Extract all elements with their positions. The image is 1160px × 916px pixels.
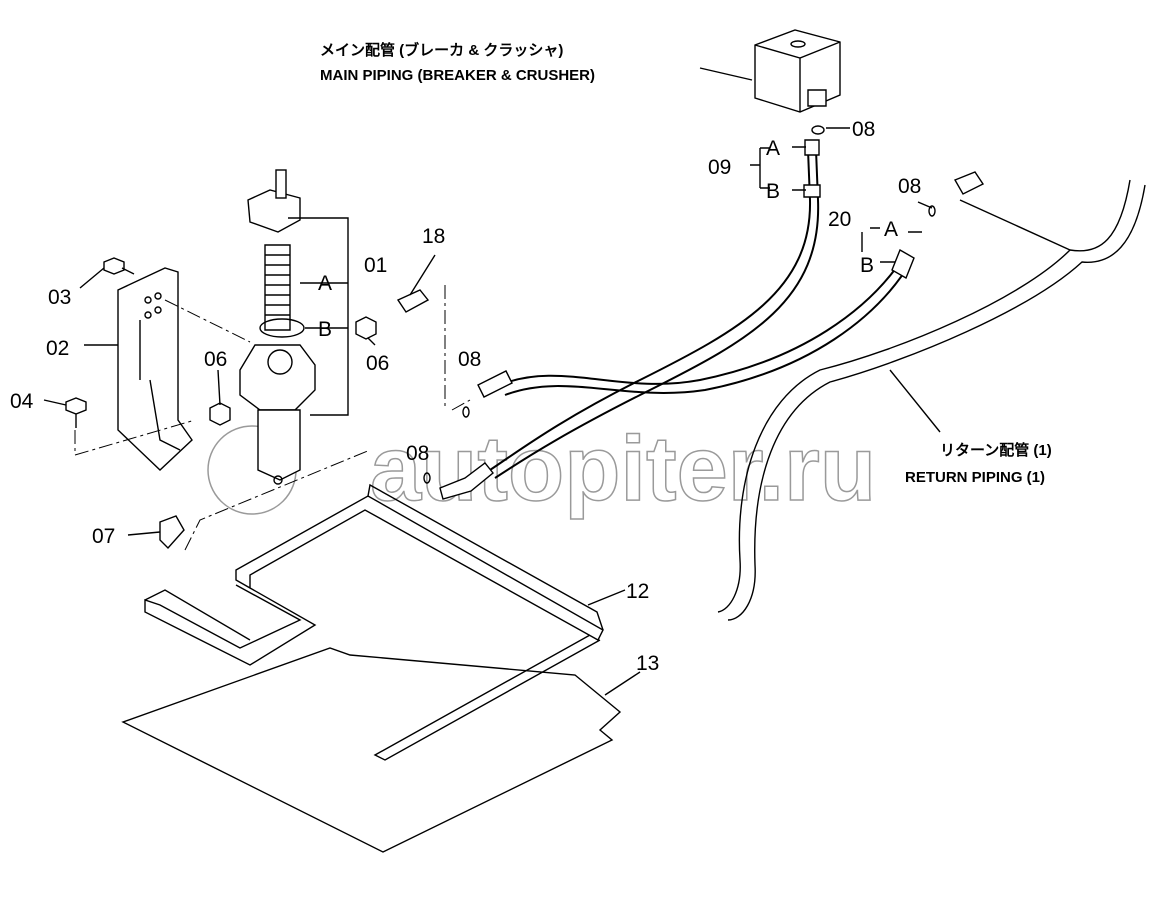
callout-07: 07 <box>92 525 115 548</box>
leader-lines <box>43 67 941 696</box>
callout-20: 20 <box>828 208 851 231</box>
fitting-06-left <box>209 402 231 426</box>
callout-08-top: 08 <box>852 118 875 141</box>
main-piping-title-en: MAIN PIPING (BREAKER & CRUSHER) <box>320 67 595 84</box>
return-piping-title-en: RETURN PIPING (1) <box>905 469 1045 486</box>
bracket-12 <box>144 495 604 761</box>
bolt-03 <box>103 257 135 275</box>
callout-08-lower: 08 <box>406 442 429 465</box>
callout-08-right: 08 <box>898 175 921 198</box>
fitting-09-top <box>804 139 820 156</box>
return-pipe <box>717 179 1146 621</box>
callout-09: 09 <box>708 156 731 179</box>
callout-13: 13 <box>636 652 659 675</box>
oring-08-lower <box>423 472 431 484</box>
callout-09-a: A <box>766 137 780 160</box>
callout-06-left: 06 <box>204 348 227 371</box>
hose-end-lower <box>439 370 513 500</box>
watermark-text: autopiter.ru <box>370 418 876 520</box>
callout-bracket-01 <box>288 217 349 416</box>
return-piping-title-jp: リターン配管 (1) <box>940 441 1052 459</box>
oring-08-filter <box>462 406 470 418</box>
fitting-08-right <box>953 171 985 195</box>
centerlines <box>74 299 371 551</box>
fitting-06-right <box>355 316 377 340</box>
oring-08-top <box>811 125 825 135</box>
callout-06-right: 06 <box>366 352 389 375</box>
fitting-20 <box>891 248 915 280</box>
callout-12: 12 <box>626 580 649 603</box>
callout-01: 01 <box>364 254 387 277</box>
filter-assembly-01 <box>239 169 316 485</box>
centerline-18 <box>444 285 471 411</box>
elbow-07 <box>159 515 185 550</box>
valve-block <box>754 29 841 113</box>
callout-01-a: A <box>318 272 332 295</box>
bolt-04 <box>65 397 87 428</box>
main-piping-title-jp: メイン配管 (ブレーカ & クラッシャ) <box>320 41 563 59</box>
watermark: autopiter.ru <box>207 417 877 521</box>
callout-18: 18 <box>422 225 445 248</box>
hose-09 <box>489 149 820 479</box>
bottom-plate-13 <box>121 647 622 853</box>
callout-20-a: A <box>884 218 898 241</box>
callout-01-b: B <box>318 318 332 341</box>
callout-08-filter: 08 <box>458 348 481 371</box>
oring-08-right <box>928 205 936 217</box>
callout-02: 02 <box>46 337 69 360</box>
callout-20-b: B <box>860 254 874 277</box>
callout-04: 04 <box>10 390 34 413</box>
callout-03: 03 <box>48 286 71 309</box>
return-line-link <box>959 199 1071 251</box>
callout-09-b: B <box>766 180 780 203</box>
bracket-12-flange <box>367 483 604 631</box>
fitting-09-bottom <box>803 184 821 198</box>
hose-20 <box>499 254 913 396</box>
bracket-02 <box>117 267 193 471</box>
fitting-18 <box>396 289 430 313</box>
